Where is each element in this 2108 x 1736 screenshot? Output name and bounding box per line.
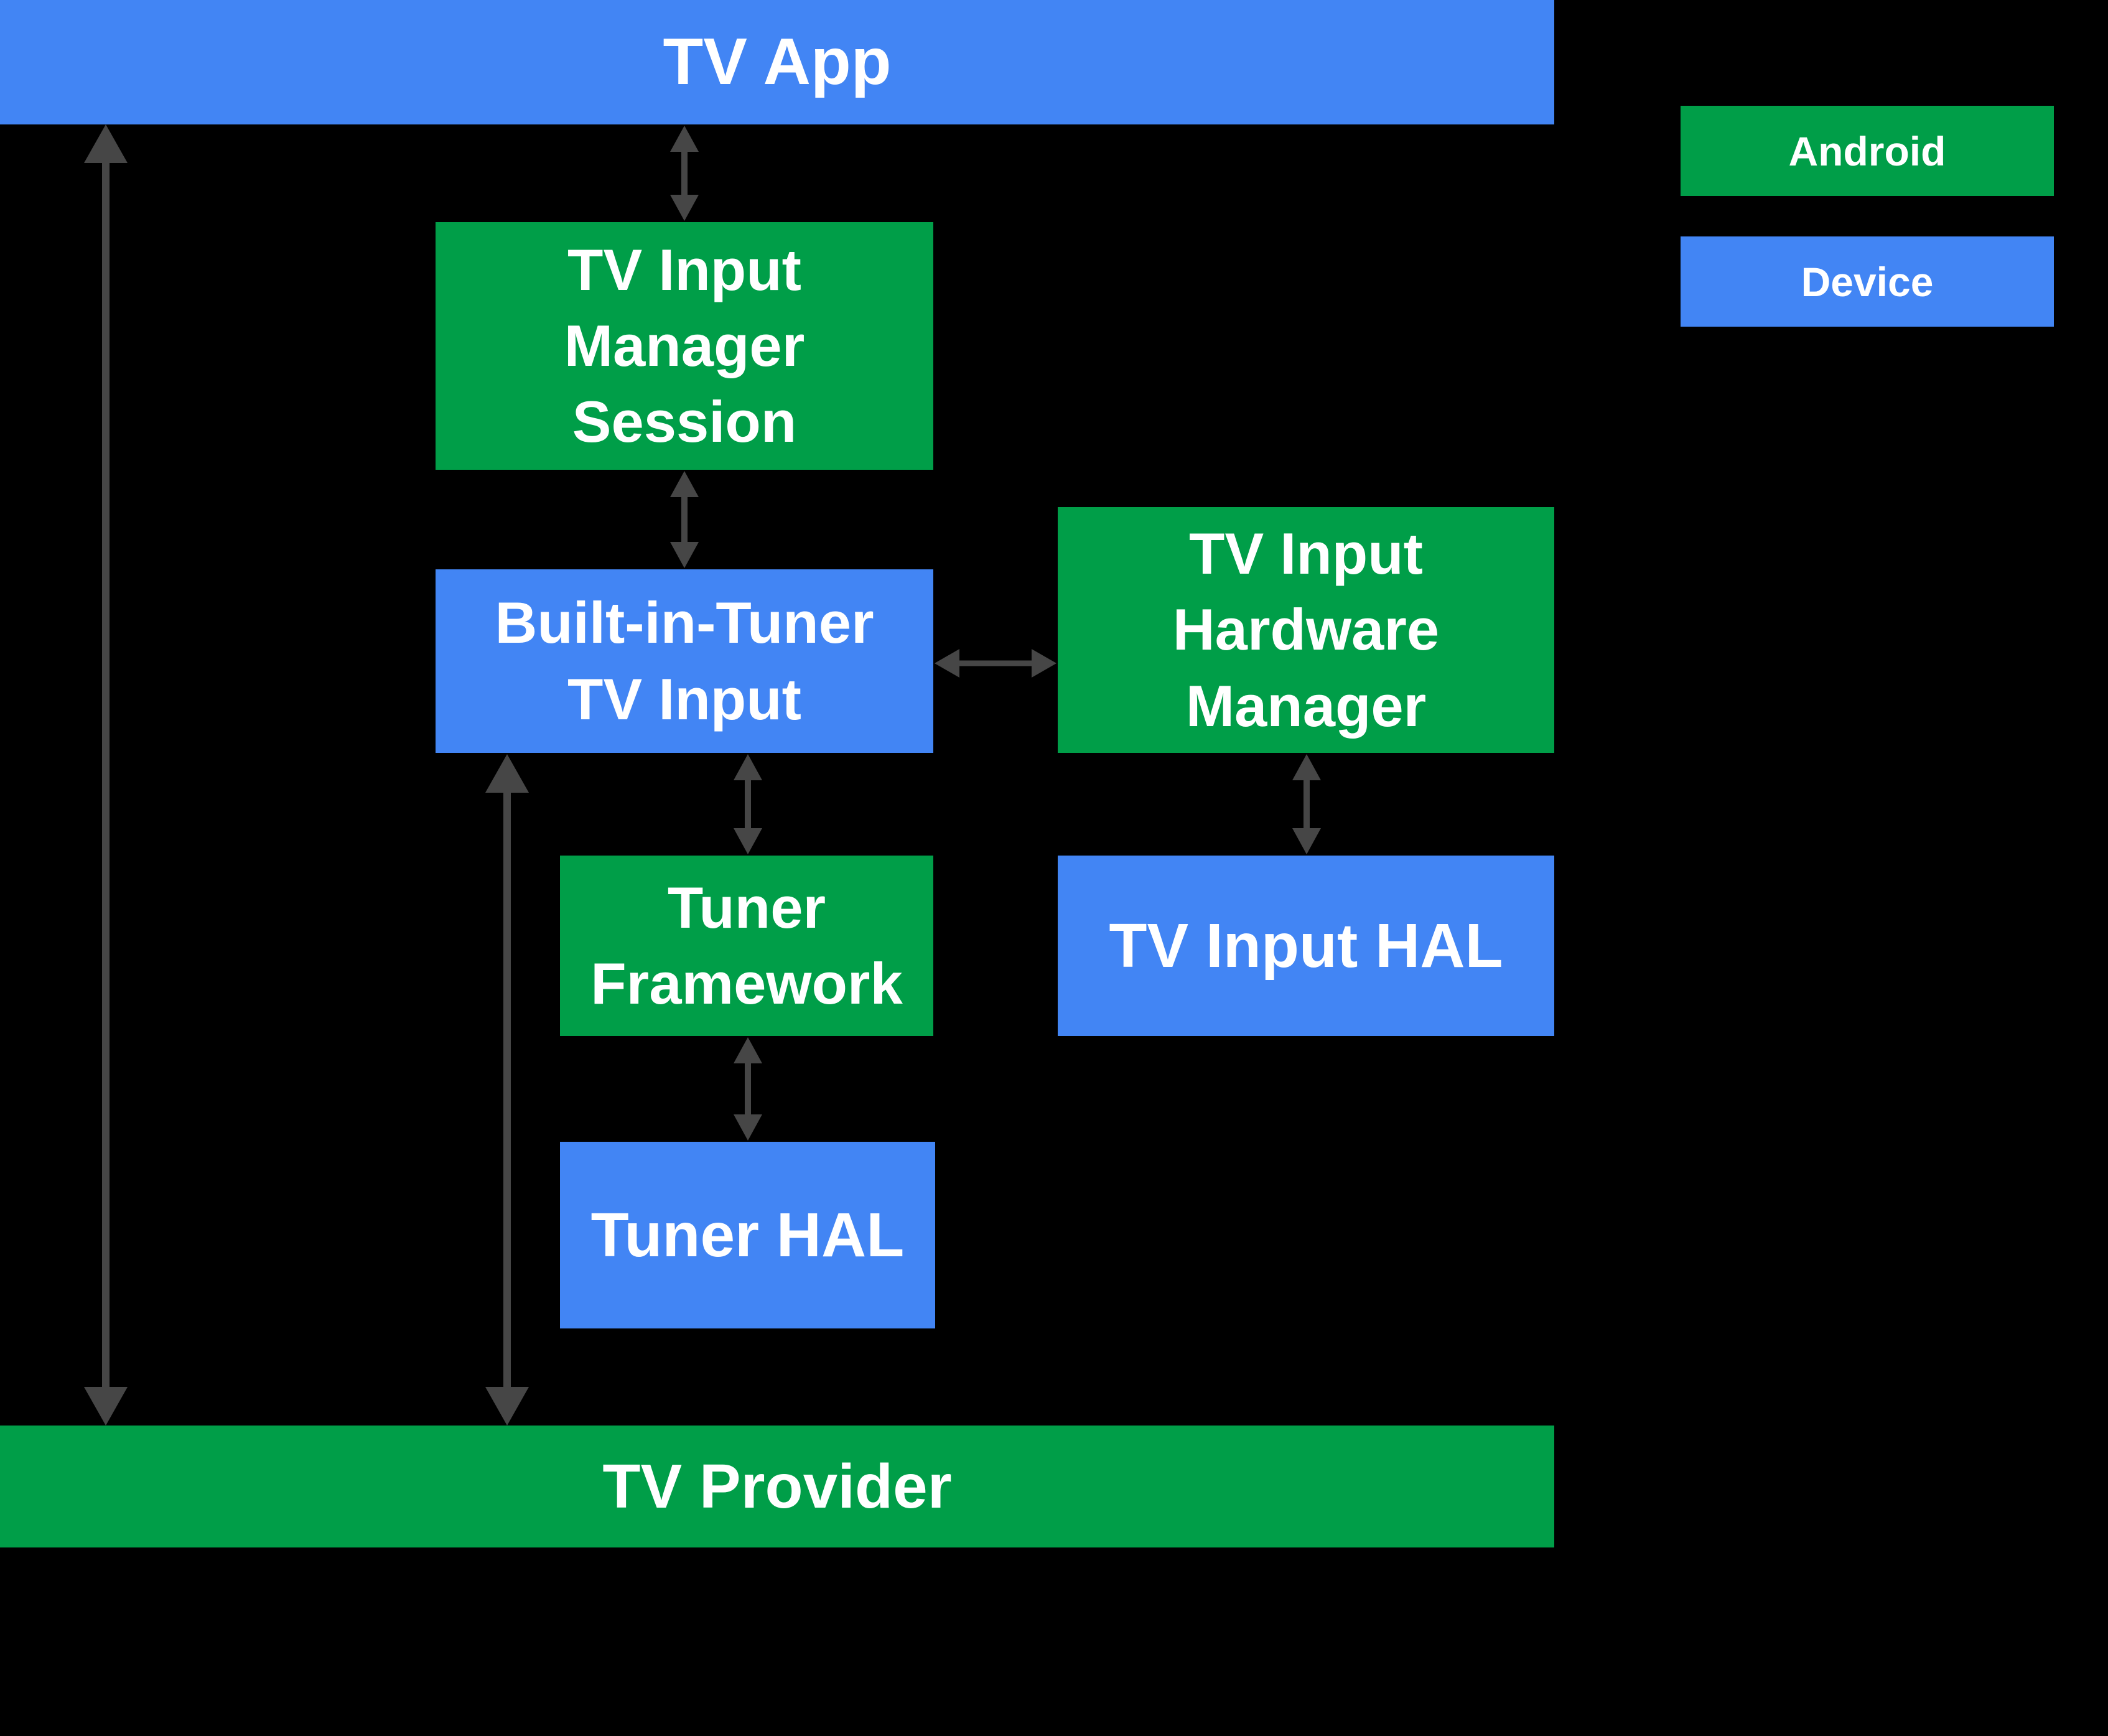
arrow-tvapp-tvims <box>670 126 699 221</box>
node-tuner-hal-label: Tuner HAL <box>590 1200 905 1270</box>
arrow-builtin-hwmgr <box>935 649 1056 678</box>
node-tv-provider: TV Provider <box>0 1426 1554 1547</box>
node-tv-input-manager-session-label: TV Input Manager Session <box>564 236 805 455</box>
node-tv-input-hal: TV Input HAL <box>1058 856 1554 1036</box>
node-tuner-framework: Tuner Framework <box>560 856 933 1036</box>
arrow-tunerfw-tunerhal <box>734 1037 762 1141</box>
arrow-builtin-tvprovider <box>485 754 529 1426</box>
legend-android-label: Android <box>1788 128 1946 174</box>
node-tv-input-manager-session: TV Input Manager Session <box>436 222 933 470</box>
legend-android: Android <box>1681 106 2054 196</box>
node-tuner-framework-label: Tuner Framework <box>590 874 903 1016</box>
arrow-builtin-tunerfw <box>734 754 762 854</box>
arrow-tvims-builtin <box>670 471 699 568</box>
node-tv-app: TV App <box>0 0 1554 124</box>
node-tv-input-hal-label: TV Input HAL <box>1109 911 1503 981</box>
node-tv-app-label: TV App <box>663 25 892 99</box>
arrow-hwmgr-tvinputhal <box>1292 754 1321 854</box>
node-tv-input-hardware-manager-label: TV Input Hardware Manager <box>1172 521 1440 739</box>
node-built-in-tuner-tv-input-label: Built-in-Tuner TV Input <box>495 590 874 732</box>
node-tv-input-hardware-manager: TV Input Hardware Manager <box>1058 507 1554 753</box>
legend-device: Device <box>1681 236 2054 327</box>
arrow-tvapp-tvprovider <box>84 124 128 1426</box>
legend-device-label: Device <box>1801 258 1934 305</box>
node-tv-provider-label: TV Provider <box>602 1452 952 1521</box>
node-tuner-hal: Tuner HAL <box>560 1142 935 1328</box>
node-built-in-tuner-tv-input: Built-in-Tuner TV Input <box>436 569 933 753</box>
